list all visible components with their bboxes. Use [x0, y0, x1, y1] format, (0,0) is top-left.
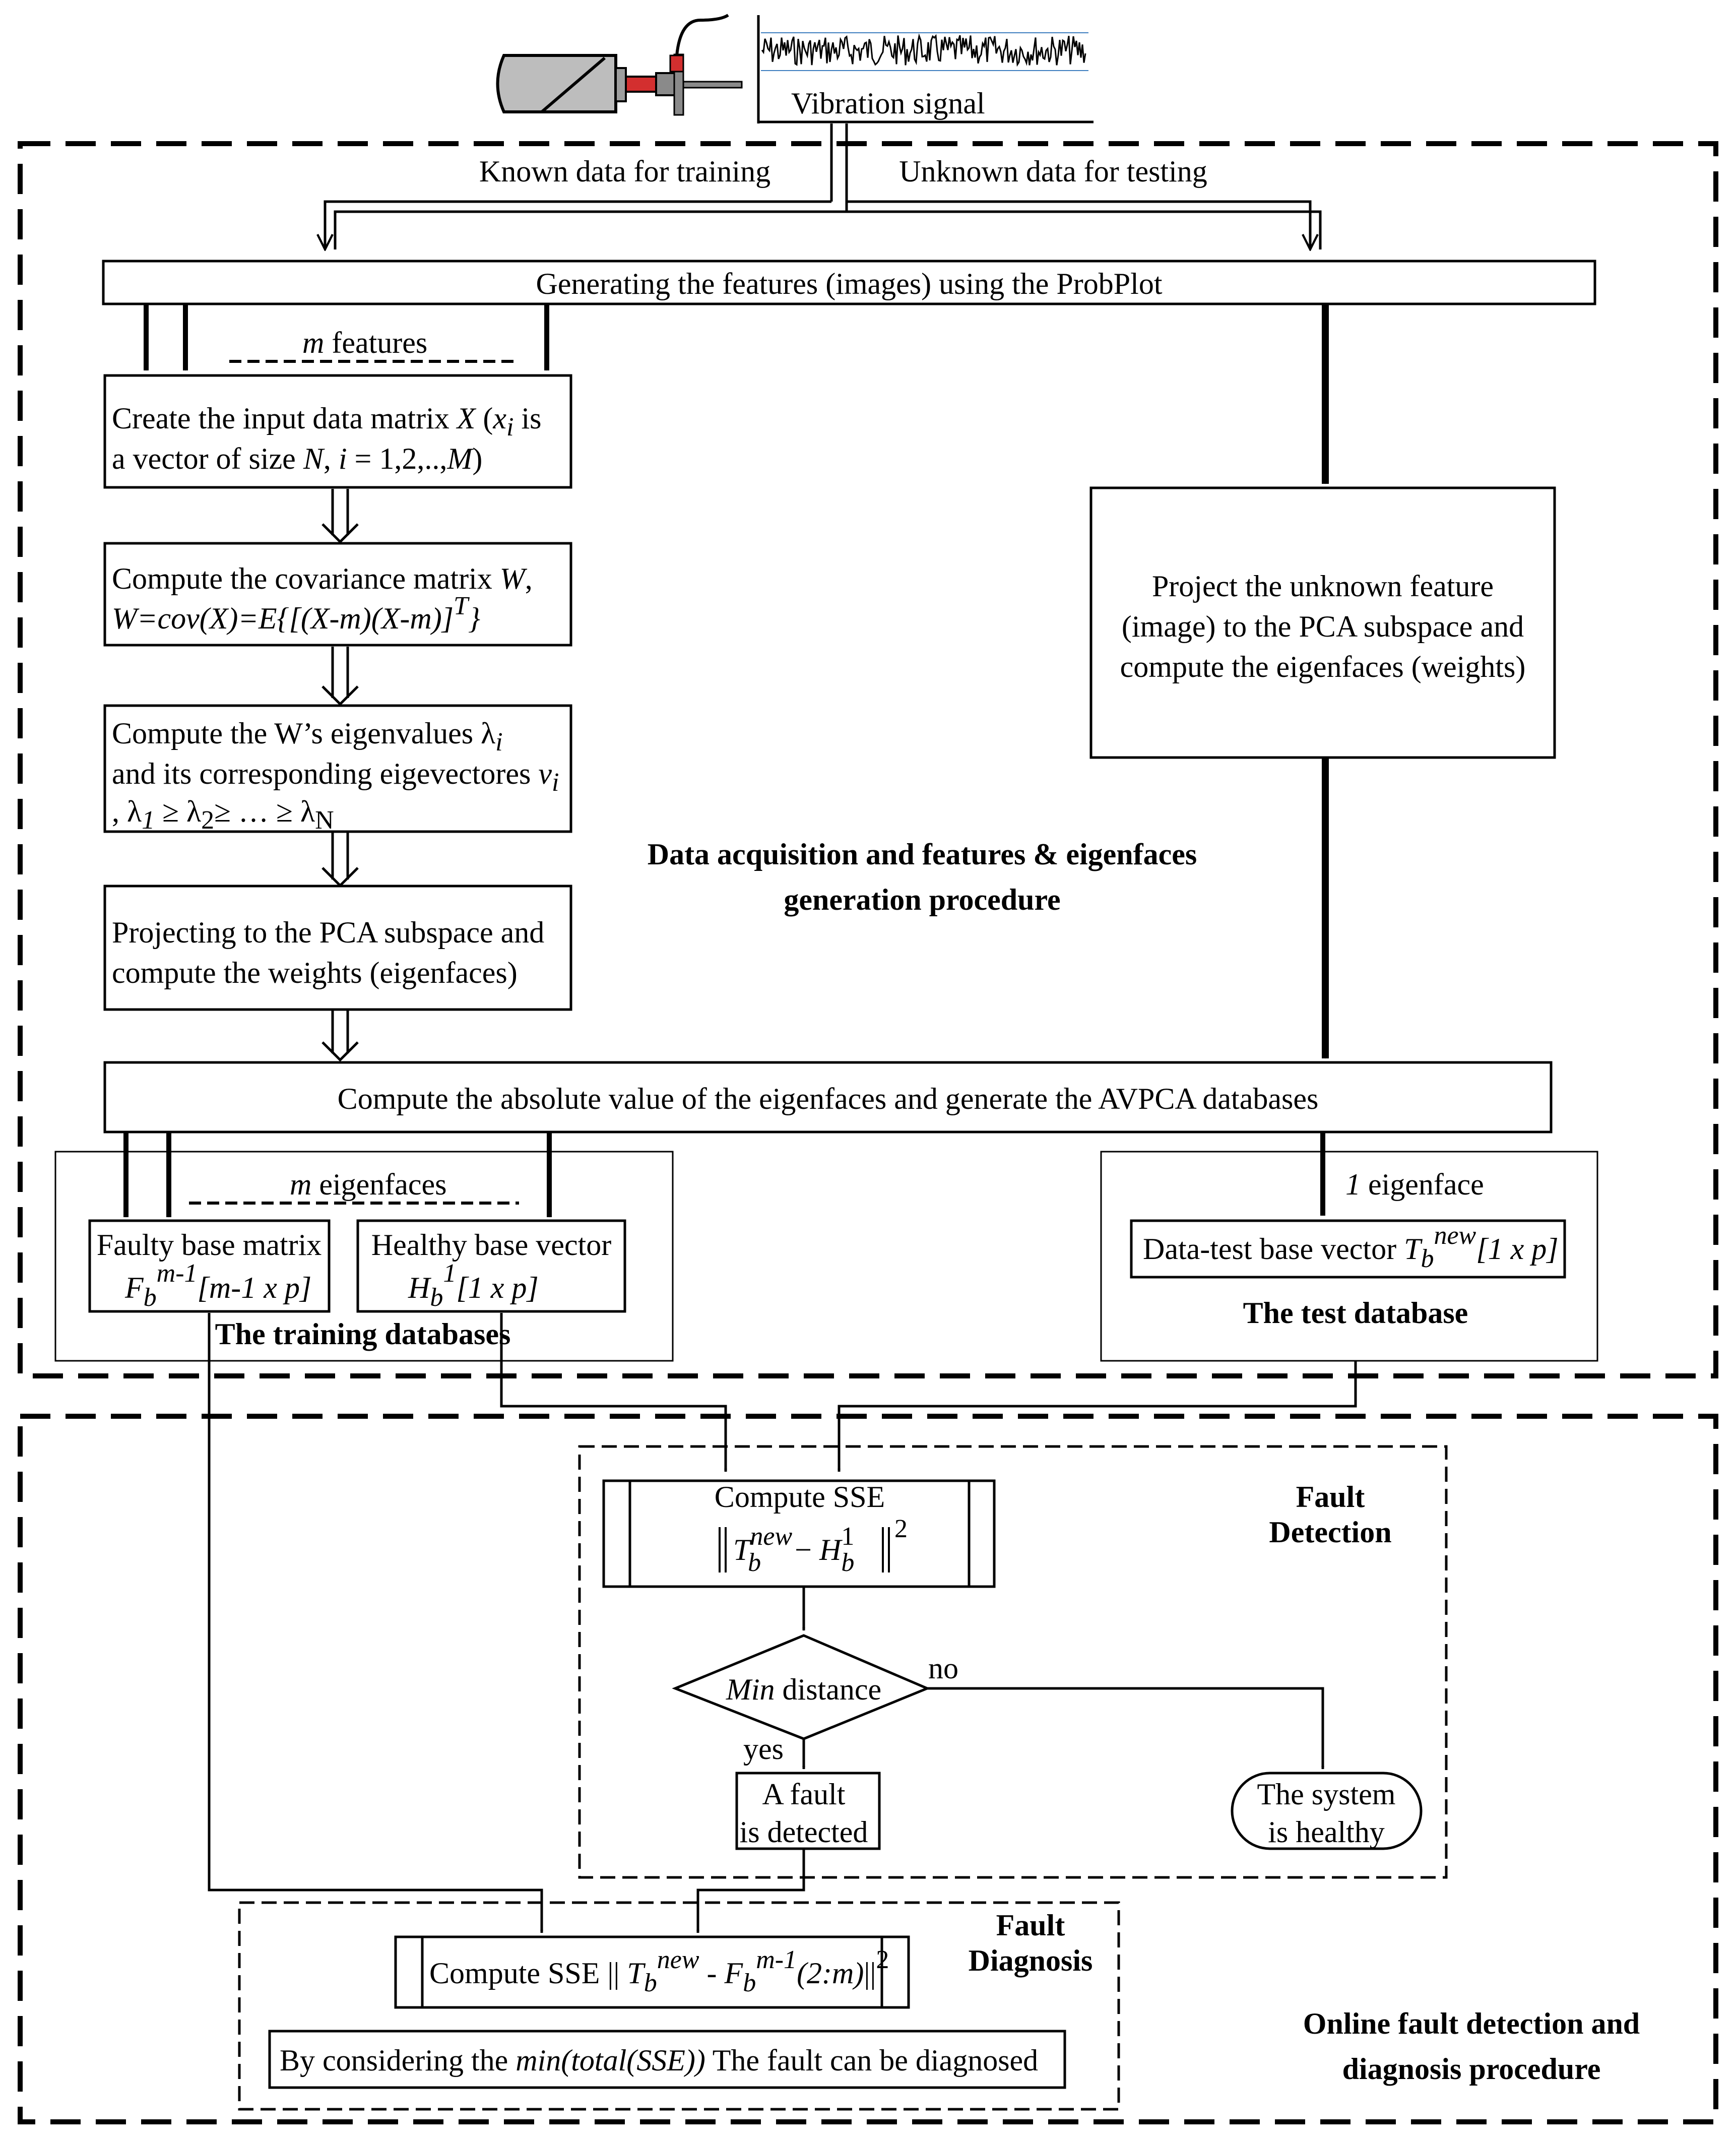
eigenvalues-box	[103, 704, 572, 833]
vibration-signal-plot: Vibration signal	[757, 15, 1094, 123]
feature-arrows	[144, 305, 549, 371]
fault-detected-box	[735, 1772, 881, 1850]
diagnosis-result-label: By considering the min(total(SSE)) The f…	[280, 2044, 1038, 2077]
gearbox-machine-icon	[496, 14, 743, 116]
create-matrix-box	[103, 374, 572, 489]
eigenvalues-line2: and its corresponding eigevectores vi	[112, 757, 559, 797]
features-box	[102, 260, 1596, 305]
no-label: no	[928, 1652, 958, 1685]
faulty-base-symbol: Fbm-1[m-1 x p]	[124, 1259, 311, 1312]
training-db-title: The training databases	[215, 1317, 511, 1351]
avpca-box	[103, 1061, 1553, 1134]
system-healthy-line1: The system	[1257, 1778, 1396, 1811]
online-section-title-line2: diagnosis procedure	[1342, 2052, 1601, 2086]
healthy-base-box	[356, 1219, 626, 1313]
data-test-vector-box	[1130, 1219, 1566, 1279]
fault-diagnosis-title-line1: Fault	[996, 1909, 1065, 1942]
project-unknown-line3: compute the eigenfaces (weights)	[1120, 650, 1526, 683]
acquisition-section-border	[18, 141, 1718, 1378]
diagnosis-result-box	[268, 2030, 1066, 2089]
min-distance-label: Min distance	[726, 1673, 881, 1706]
covariance-box	[103, 542, 572, 647]
db-to-detection-connectors	[208, 1313, 1357, 1933]
create-matrix-line1: Create the input data matrix X (xi is	[112, 402, 542, 442]
step-arrow-2	[322, 647, 359, 706]
system-healthy-terminal	[1231, 1772, 1423, 1850]
projecting-line2: compute the weights (eigenfaces)	[112, 956, 518, 989]
create-matrix-line2: a vector of size N, i = 1,2,..,M)	[112, 442, 482, 475]
fault-detected-line1: A fault	[762, 1778, 846, 1811]
vibration-signal-label: Vibration signal	[791, 87, 985, 120]
svg-text:2: 2	[894, 1515, 908, 1543]
online-section-title-line1: Online fault detection and	[1303, 2007, 1640, 2040]
signal-split-connector	[325, 123, 1322, 249]
covariance-formula: W=cov(X)=E{[(X-m)(X-m)]T}	[112, 592, 480, 635]
fault-to-diagnosis-arrow	[696, 1849, 805, 1933]
projecting-line1: Projecting to the PCA subspace and	[112, 916, 544, 949]
compute-sse-detection-box	[602, 1479, 996, 1588]
healthy-base-title: Healthy base vector	[371, 1228, 611, 1262]
one-eigenface-label: 1 eigenface	[1345, 1168, 1484, 1201]
fault-diagnosis-frame	[238, 1901, 1120, 2111]
data-test-vector-label: Data-test base vector Tbnew[1 x p]	[1143, 1221, 1559, 1273]
no-branch-arrow	[927, 1687, 1324, 1770]
compute-sse-diagnosis-label: Compute SSE || Tbnew - Fbm-1(2:m)||2	[429, 1945, 889, 1997]
vibration-waveform	[761, 33, 1086, 67]
training-db-frame	[54, 1151, 674, 1362]
yes-label: yes	[743, 1732, 784, 1766]
healthy-base-symbol: Hb1[1 x p]	[408, 1259, 539, 1312]
m-eigenfaces-label: m eigenfaces	[290, 1168, 447, 1201]
test-db-frame	[1100, 1151, 1598, 1362]
compute-sse-detection-label: Compute SSE	[715, 1480, 885, 1514]
project-unknown-box	[1089, 486, 1556, 759]
faulty-base-box	[88, 1219, 331, 1313]
fault-diagnosis-title-line2: Diagnosis	[969, 1944, 1093, 1977]
project-unknown-line1: Project the unknown feature	[1152, 570, 1494, 603]
system-healthy-line2: is healthy	[1268, 1815, 1385, 1849]
step-arrow-1	[322, 489, 359, 544]
eigenface-arrows	[123, 1133, 552, 1218]
avpca-label: Compute the absolute value of the eigenf…	[338, 1082, 1319, 1115]
covariance-line1: Compute the covariance matrix W,	[112, 562, 533, 595]
project-unknown-line2: (image) to the PCA subspace and	[1122, 610, 1524, 643]
m-features-label: m features	[302, 326, 427, 359]
fault-detected-line2: is detected	[740, 1815, 868, 1849]
test-db-title: The test database	[1243, 1296, 1468, 1330]
acquisition-section-title-line2: generation procedure	[784, 883, 1060, 916]
eigenvalues-line1: Compute the W’s eigenvalues λi	[112, 717, 503, 757]
projecting-box	[103, 885, 572, 1011]
training-branch-label: Known data for training	[479, 155, 770, 188]
fault-detection-title-line1: Fault	[1296, 1480, 1365, 1514]
eigenvalues-line3: , λ1 ≥ λ2≥ … ≥ λN	[112, 795, 334, 835]
fault-detection-frame	[578, 1445, 1448, 1879]
online-section-border	[18, 1414, 1718, 2124]
fault-detection-title-line2: Detection	[1269, 1516, 1391, 1549]
step-arrow-3	[322, 833, 359, 888]
acquisition-section-title-line1: Data acquisition and features & eigenfac…	[648, 838, 1197, 871]
testing-branch-label: Unknown data for testing	[899, 155, 1207, 188]
compute-sse-diagnosis-box	[394, 1935, 910, 2009]
faulty-base-title: Faulty base matrix	[97, 1228, 322, 1262]
features-label: Generating the features (images) using t…	[536, 267, 1162, 300]
step-arrow-4	[322, 1011, 359, 1062]
